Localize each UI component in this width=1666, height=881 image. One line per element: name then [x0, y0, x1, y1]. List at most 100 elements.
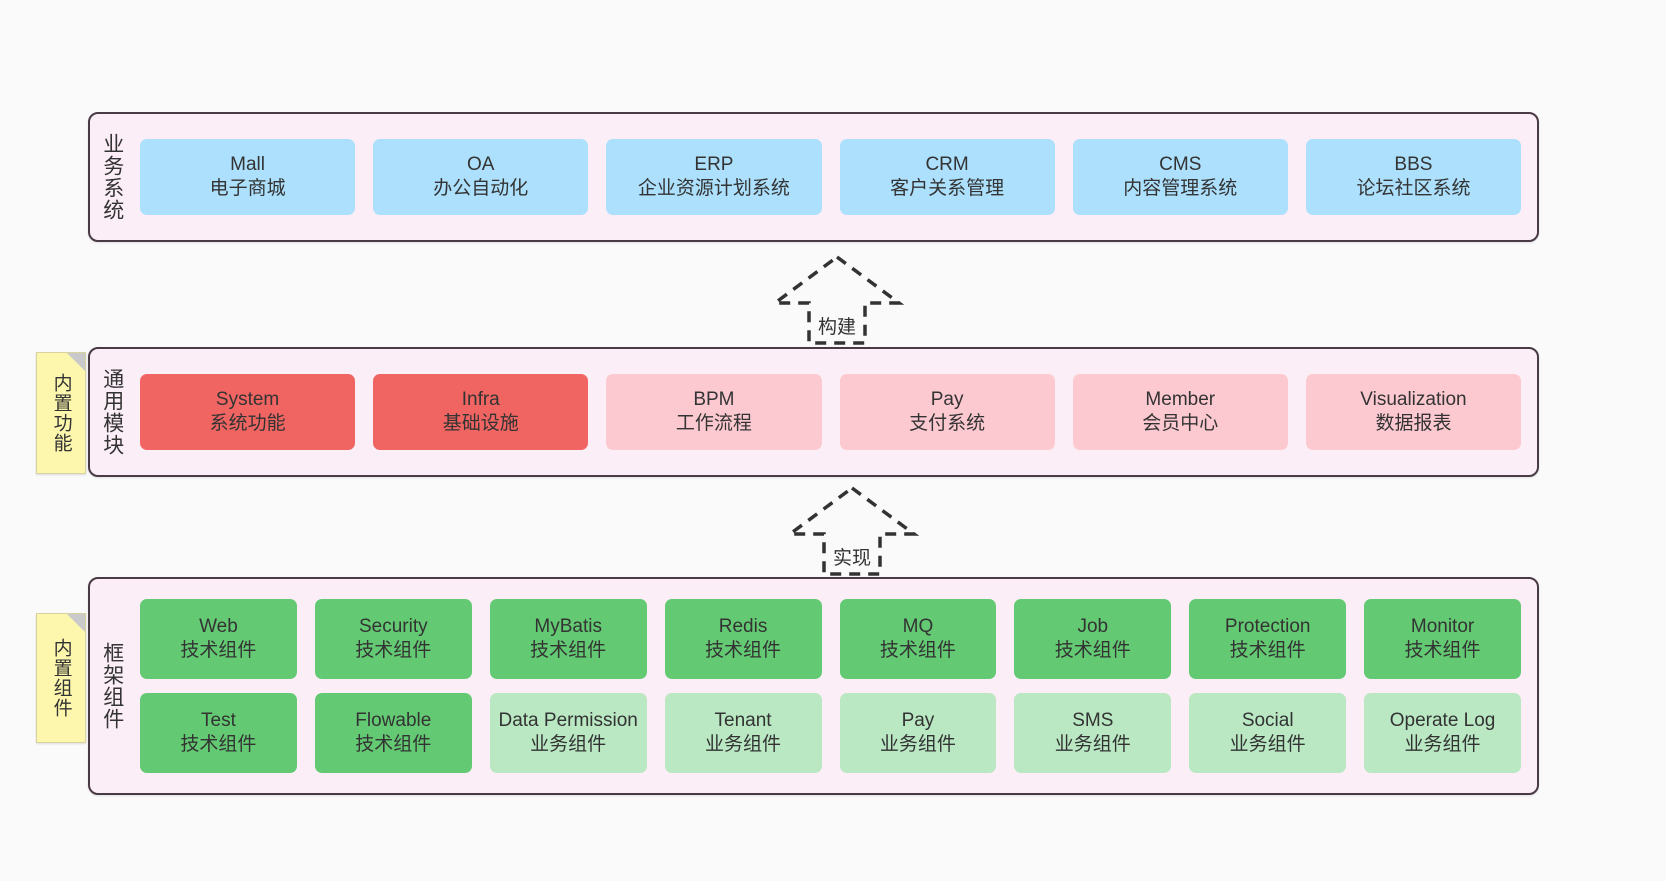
- card-row: Mall 电子商城 OA 办公自动化 ERP 企业资源计划系统 CRM 客户关系…: [140, 139, 1522, 215]
- card-title: BPM: [693, 388, 735, 410]
- card-web[interactable]: Web 技术组件: [140, 599, 297, 679]
- sticky-note-builtin-function: 内置功能: [36, 352, 86, 474]
- card-title: CMS: [1159, 153, 1202, 175]
- card-subtitle: 工作流程: [675, 413, 752, 434]
- card-title: Flowable: [355, 709, 432, 731]
- card-monitor[interactable]: Monitor 技术组件: [1364, 599, 1521, 679]
- card-row: Test 技术组件 Flowable 技术组件 Data Permission …: [140, 693, 1521, 773]
- card-title: BBS: [1394, 153, 1433, 175]
- layer-business-system: 业务系统 Mall 电子商城 OA 办公自动化 ERP 企业资源计划系统 CRM…: [88, 112, 1539, 242]
- card-flowable[interactable]: Flowable 技术组件: [314, 693, 472, 773]
- card-title: Member: [1145, 388, 1216, 410]
- card-title: Operate Log: [1389, 709, 1496, 731]
- card-mybatis[interactable]: MyBatis 技术组件: [489, 599, 647, 679]
- card-title: CRM: [925, 153, 969, 175]
- layer-body-common-module: System 系统功能 Infra 基础设施 BPM 工作流程 Pay 支付系统…: [134, 349, 1537, 475]
- card-subtitle: 技术组件: [530, 640, 607, 661]
- card-visualization[interactable]: Visualization 数据报表: [1305, 374, 1522, 450]
- card-subtitle: 业务组件: [879, 734, 956, 755]
- card-title: Infra: [461, 388, 500, 410]
- card-title: System: [215, 388, 280, 410]
- card-subtitle: 办公自动化: [433, 178, 529, 199]
- card-test[interactable]: Test 技术组件: [140, 693, 297, 773]
- sticky-note-label: 内置功能: [50, 373, 72, 453]
- layer-common-module: 通用模块 System 系统功能 Infra 基础设施 BPM 工作流程 Pay…: [88, 347, 1539, 477]
- card-subtitle: 业务组件: [530, 734, 607, 755]
- card-title: Redis: [718, 615, 768, 637]
- card-subtitle: 技术组件: [1229, 640, 1306, 661]
- card-protection[interactable]: Protection 技术组件: [1189, 599, 1347, 679]
- card-bpm[interactable]: BPM 工作流程: [606, 374, 822, 450]
- card-cms[interactable]: CMS 内容管理系统: [1072, 139, 1288, 215]
- card-subtitle: 技术组件: [180, 734, 257, 755]
- card-subtitle: 数据报表: [1375, 413, 1452, 434]
- card-subtitle: 基础设施: [442, 413, 519, 434]
- card-subtitle: 技术组件: [1404, 640, 1481, 661]
- card-job[interactable]: Job 技术组件: [1014, 599, 1172, 679]
- card-title: Social: [1241, 709, 1294, 731]
- card-title: MyBatis: [534, 615, 602, 637]
- card-subtitle: 业务组件: [705, 734, 782, 755]
- card-security[interactable]: Security 技术组件: [314, 599, 472, 679]
- card-bbs[interactable]: BBS 论坛社区系统: [1305, 139, 1522, 215]
- card-tenant[interactable]: Tenant 业务组件: [664, 693, 822, 773]
- card-subtitle: 电子商城: [209, 178, 286, 199]
- card-title: Protection: [1224, 615, 1311, 637]
- card-title: Data Permission: [498, 709, 638, 731]
- card-erp[interactable]: ERP 企业资源计划系统: [606, 139, 822, 215]
- card-subtitle: 论坛社区系统: [1356, 178, 1471, 199]
- card-row: Web 技术组件 Security 技术组件 MyBatis 技术组件 Redi…: [140, 599, 1521, 679]
- card-subtitle: 系统功能: [209, 413, 286, 434]
- card-title: Pay: [930, 388, 964, 410]
- card-title: Pay: [901, 709, 935, 731]
- layer-body-framework-component: Web 技术组件 Security 技术组件 MyBatis 技术组件 Redi…: [134, 579, 1537, 793]
- card-redis[interactable]: Redis 技术组件: [664, 599, 822, 679]
- card-subtitle: 技术组件: [1054, 640, 1131, 661]
- sticky-note-builtin-component: 内置组件: [36, 613, 86, 743]
- card-mall[interactable]: Mall 电子商城: [140, 139, 356, 215]
- card-title: Test: [201, 709, 236, 731]
- card-title: Job: [1077, 615, 1109, 637]
- card-title: Web: [199, 615, 238, 637]
- card-title: OA: [467, 153, 495, 175]
- hollow-triangle-arrow-shape: [769, 254, 905, 345]
- card-mq[interactable]: MQ 技术组件: [839, 599, 997, 679]
- card-subtitle: 支付系统: [909, 413, 986, 434]
- card-title: Mall: [230, 153, 265, 175]
- layer-title-common-module: 通用模块: [100, 368, 124, 456]
- card-data-permission[interactable]: Data Permission 业务组件: [489, 693, 647, 773]
- card-subtitle: 技术组件: [180, 640, 257, 661]
- layer-body-business-system: Mall 电子商城 OA 办公自动化 ERP 企业资源计划系统 CRM 客户关系…: [134, 114, 1537, 240]
- card-subtitle: 会员中心: [1142, 413, 1219, 434]
- connector-realize: 实现: [777, 484, 927, 576]
- layer-title-business-system: 业务系统: [100, 133, 124, 221]
- card-operate-log[interactable]: Operate Log 业务组件: [1364, 693, 1521, 773]
- hollow-triangle-arrow-shape: [784, 485, 920, 576]
- card-pay-system[interactable]: Pay 支付系统: [839, 374, 1055, 450]
- card-title: Security: [358, 615, 428, 637]
- card-title: SMS: [1072, 709, 1114, 731]
- layer-framework-component: 框架组件 Web 技术组件 Security 技术组件 MyBatis 技术组件…: [88, 577, 1539, 795]
- card-subtitle: 技术组件: [355, 640, 432, 661]
- card-sms[interactable]: SMS 业务组件: [1014, 693, 1172, 773]
- card-subtitle: 内容管理系统: [1123, 178, 1238, 199]
- layer-title-framework-component: 框架组件: [100, 642, 124, 730]
- card-infra[interactable]: Infra 基础设施: [373, 374, 589, 450]
- card-crm[interactable]: CRM 客户关系管理: [839, 139, 1055, 215]
- card-system[interactable]: System 系统功能: [140, 374, 356, 450]
- card-oa[interactable]: OA 办公自动化: [373, 139, 589, 215]
- card-title: Visualization: [1360, 388, 1467, 410]
- card-subtitle: 业务组件: [1054, 734, 1131, 755]
- card-subtitle: 业务组件: [1229, 734, 1306, 755]
- card-title: Tenant: [714, 709, 772, 731]
- connector-build: 构建: [762, 253, 912, 345]
- card-subtitle: 技术组件: [355, 734, 432, 755]
- card-pay-component[interactable]: Pay 业务组件: [839, 693, 997, 773]
- card-social[interactable]: Social 业务组件: [1189, 693, 1347, 773]
- card-title: ERP: [694, 153, 734, 175]
- card-subtitle: 技术组件: [705, 640, 782, 661]
- card-title: Monitor: [1410, 615, 1475, 637]
- card-subtitle: 客户关系管理: [890, 178, 1005, 199]
- card-member[interactable]: Member 会员中心: [1072, 374, 1288, 450]
